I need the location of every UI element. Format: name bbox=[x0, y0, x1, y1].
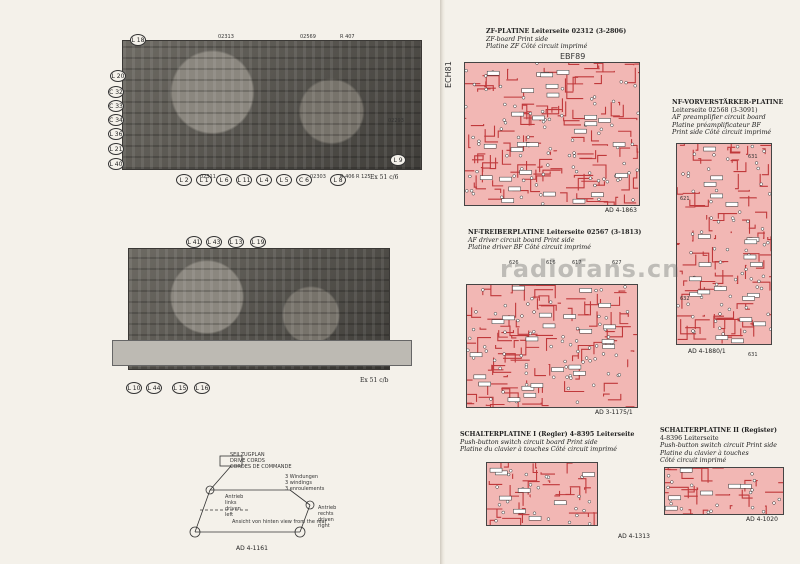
callout-label: C 34 bbox=[108, 114, 124, 126]
zf-board-title: ZF-PLATINE Leiterseite 02312 (3-2806) ZF… bbox=[486, 28, 627, 50]
callout-label: L 9 bbox=[390, 154, 406, 166]
callout-label: L 4 bbox=[256, 174, 272, 186]
part-label: R 407 bbox=[340, 34, 355, 40]
preamp-t3: 632 bbox=[680, 296, 690, 302]
callout-label: L 36 bbox=[108, 128, 124, 140]
windings-fr: 3 enroulements bbox=[285, 486, 325, 492]
callout-label: L 2 bbox=[176, 174, 192, 186]
photo2-figure-code: Ex 51 c/b bbox=[360, 377, 389, 384]
front-panel-strip bbox=[112, 340, 412, 366]
zf-code: AD 4-1863 bbox=[605, 207, 637, 214]
drive-cord-title-fr: CORDES DE COMMANDE bbox=[230, 464, 292, 470]
nf-treiber-code: AD 3-1175/1 bbox=[595, 409, 633, 416]
part-label: 02569 bbox=[300, 34, 316, 40]
drive-cord-title-en: DRIVE CORDS bbox=[230, 458, 265, 464]
driver-t3: 617 bbox=[572, 260, 582, 266]
switch2-pcb bbox=[664, 467, 784, 515]
callout-label: L 10 bbox=[126, 382, 142, 394]
windings-en: 3 windings bbox=[285, 480, 312, 486]
callout-label: L 16 bbox=[194, 382, 210, 394]
schalter1-title: SCHALTERPLATINE I (Regler) 4-8395 Leiter… bbox=[460, 431, 635, 453]
windings-de: 3 Windungen bbox=[285, 474, 319, 480]
part-label: 02313 bbox=[218, 34, 234, 40]
callout-label: L 18 bbox=[130, 34, 146, 46]
callout-label: L 19 bbox=[250, 236, 266, 248]
callout-label: L 1 bbox=[196, 174, 212, 186]
tube-ech81: ECH81 bbox=[444, 61, 453, 88]
callout-label: L 13 bbox=[228, 236, 244, 248]
callout-label: L 5 bbox=[276, 174, 292, 186]
callout-label: L 21 bbox=[108, 143, 124, 155]
drive-cord-drawing bbox=[189, 455, 315, 538]
schalter1-code: AD 4-1313 bbox=[618, 533, 650, 540]
part-label: 02303 bbox=[310, 174, 326, 180]
schalter2-title: SCHALTERPLATINE II (Register) 4-8396 Lei… bbox=[660, 427, 777, 464]
rear-view-note: Ansicht von hinten view from the rear bbox=[232, 519, 327, 525]
photo1-figure-code: Ex 51 c/6 bbox=[370, 174, 399, 181]
callout-label: L 6 bbox=[216, 174, 232, 186]
callout-label: L 15 bbox=[172, 382, 188, 394]
callout-label: L 11 bbox=[236, 174, 252, 186]
callout-label: L 41 bbox=[186, 236, 202, 248]
nf-preamp-pcb bbox=[676, 143, 772, 345]
callout-label: L 44 bbox=[146, 382, 162, 394]
driver-t2: 616 bbox=[546, 260, 556, 266]
schalter2-code: AD 4-1020 bbox=[746, 516, 778, 523]
callout-label: C 32 bbox=[108, 86, 124, 98]
watermark: radiofans.cn bbox=[500, 255, 681, 283]
preamp-t2: 621 bbox=[680, 196, 690, 202]
drive-cord-code: AD 4-1161 bbox=[236, 545, 268, 552]
callout-label: L 43 bbox=[206, 236, 222, 248]
chassis-photo-top bbox=[122, 40, 422, 170]
preamp-t1: 631 bbox=[748, 154, 758, 160]
part-label: 02311 bbox=[200, 174, 216, 180]
switch1-pcb bbox=[486, 462, 598, 526]
callout-label: L 40 bbox=[108, 158, 124, 170]
nf-vor-code: AD 4-1880/1 bbox=[688, 348, 726, 355]
callout-label: L 8 bbox=[330, 174, 346, 186]
part-label: R 125 bbox=[356, 174, 371, 180]
driver-t1: 626 bbox=[509, 260, 519, 266]
nf-treiber-title: NF-TREIBERPLATINE Leiterseite 02567 (3-1… bbox=[468, 229, 642, 251]
tube-ebf89: EBF89 bbox=[560, 52, 586, 61]
part-label: 02293 bbox=[388, 118, 404, 124]
drive-cord-title: SEILZUGPLAN bbox=[230, 452, 265, 458]
zf-pcb bbox=[464, 62, 640, 206]
callout-label: C 33 bbox=[108, 100, 124, 112]
callout-label: C 6 bbox=[296, 174, 312, 186]
nf-driver-pcb bbox=[466, 284, 638, 408]
part-label: R 406 bbox=[340, 174, 355, 180]
page-fold bbox=[440, 0, 446, 564]
preamp-t4: 631 bbox=[748, 352, 758, 358]
driver-t4: 627 bbox=[612, 260, 622, 266]
nf-vor-title: NF-VORVERSTÄRKER-PLATINE Leiterseite 025… bbox=[672, 99, 784, 136]
callout-label: L 20 bbox=[110, 70, 126, 82]
